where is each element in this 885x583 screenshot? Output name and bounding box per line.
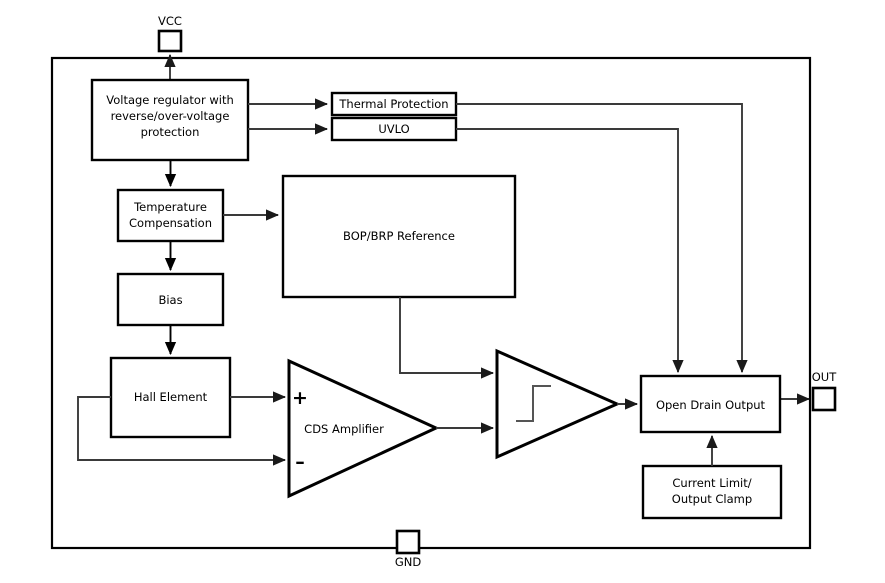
block-hall-element[interactable]: [109, 356, 232, 439]
wire-bopbrp-to-schmitt: [399, 297, 495, 379]
uvlo-label: UVLO: [378, 122, 409, 136]
gnd-pad[interactable]: [395, 529, 421, 555]
block-current-limit-output-clamp[interactable]: [641, 464, 783, 520]
bop-brp-reference-label: BOP/BRP Reference: [343, 229, 455, 243]
cds-amplifier-label: CDS Amplifier: [304, 422, 384, 436]
hysteresis-icon: [516, 385, 551, 422]
temperature-compensation-line2: Compensation: [129, 216, 212, 230]
block-bop-brp-reference[interactable]: [281, 174, 517, 299]
block-bias[interactable]: [116, 272, 225, 327]
voltage-regulator-line2: reverse/over-voltage: [111, 109, 230, 123]
out-pin-label: OUT: [812, 370, 837, 384]
cds-plus-sign: +: [292, 387, 308, 409]
die-outline: [50, 56, 812, 550]
current-limit-line1: Current Limit/: [672, 476, 751, 490]
block-schmitt-trigger[interactable]: [495, 348, 621, 460]
wire-uvlo-to-open-drain: [456, 128, 684, 374]
temperature-compensation-line1: Temperature: [133, 200, 207, 214]
block-open-drain-output[interactable]: [639, 374, 782, 434]
hall-element-label: Hall Element: [134, 390, 208, 404]
block-voltage-regulator[interactable]: [90, 78, 250, 162]
block-cds-amplifier[interactable]: [287, 358, 440, 499]
wire-hall-to-cds-minus: [77, 396, 287, 466]
cds-minus-sign: –: [295, 451, 305, 473]
open-drain-output-label: Open Drain Output: [656, 398, 766, 412]
wire-thermal-to-open-drain: [456, 103, 748, 374]
current-limit-line2: Output Clamp: [672, 492, 752, 506]
voltage-regulator-line3: protection: [141, 125, 200, 139]
gnd-pin-label: GND: [395, 555, 422, 569]
vcc-pin-label: VCC: [158, 14, 182, 28]
vcc-pad[interactable]: [157, 29, 183, 53]
voltage-regulator-line1: Voltage regulator with: [106, 93, 234, 107]
out-pad[interactable]: [811, 386, 837, 412]
bias-label: Bias: [158, 293, 182, 307]
thermal-protection-label: Thermal Protection: [338, 97, 448, 111]
